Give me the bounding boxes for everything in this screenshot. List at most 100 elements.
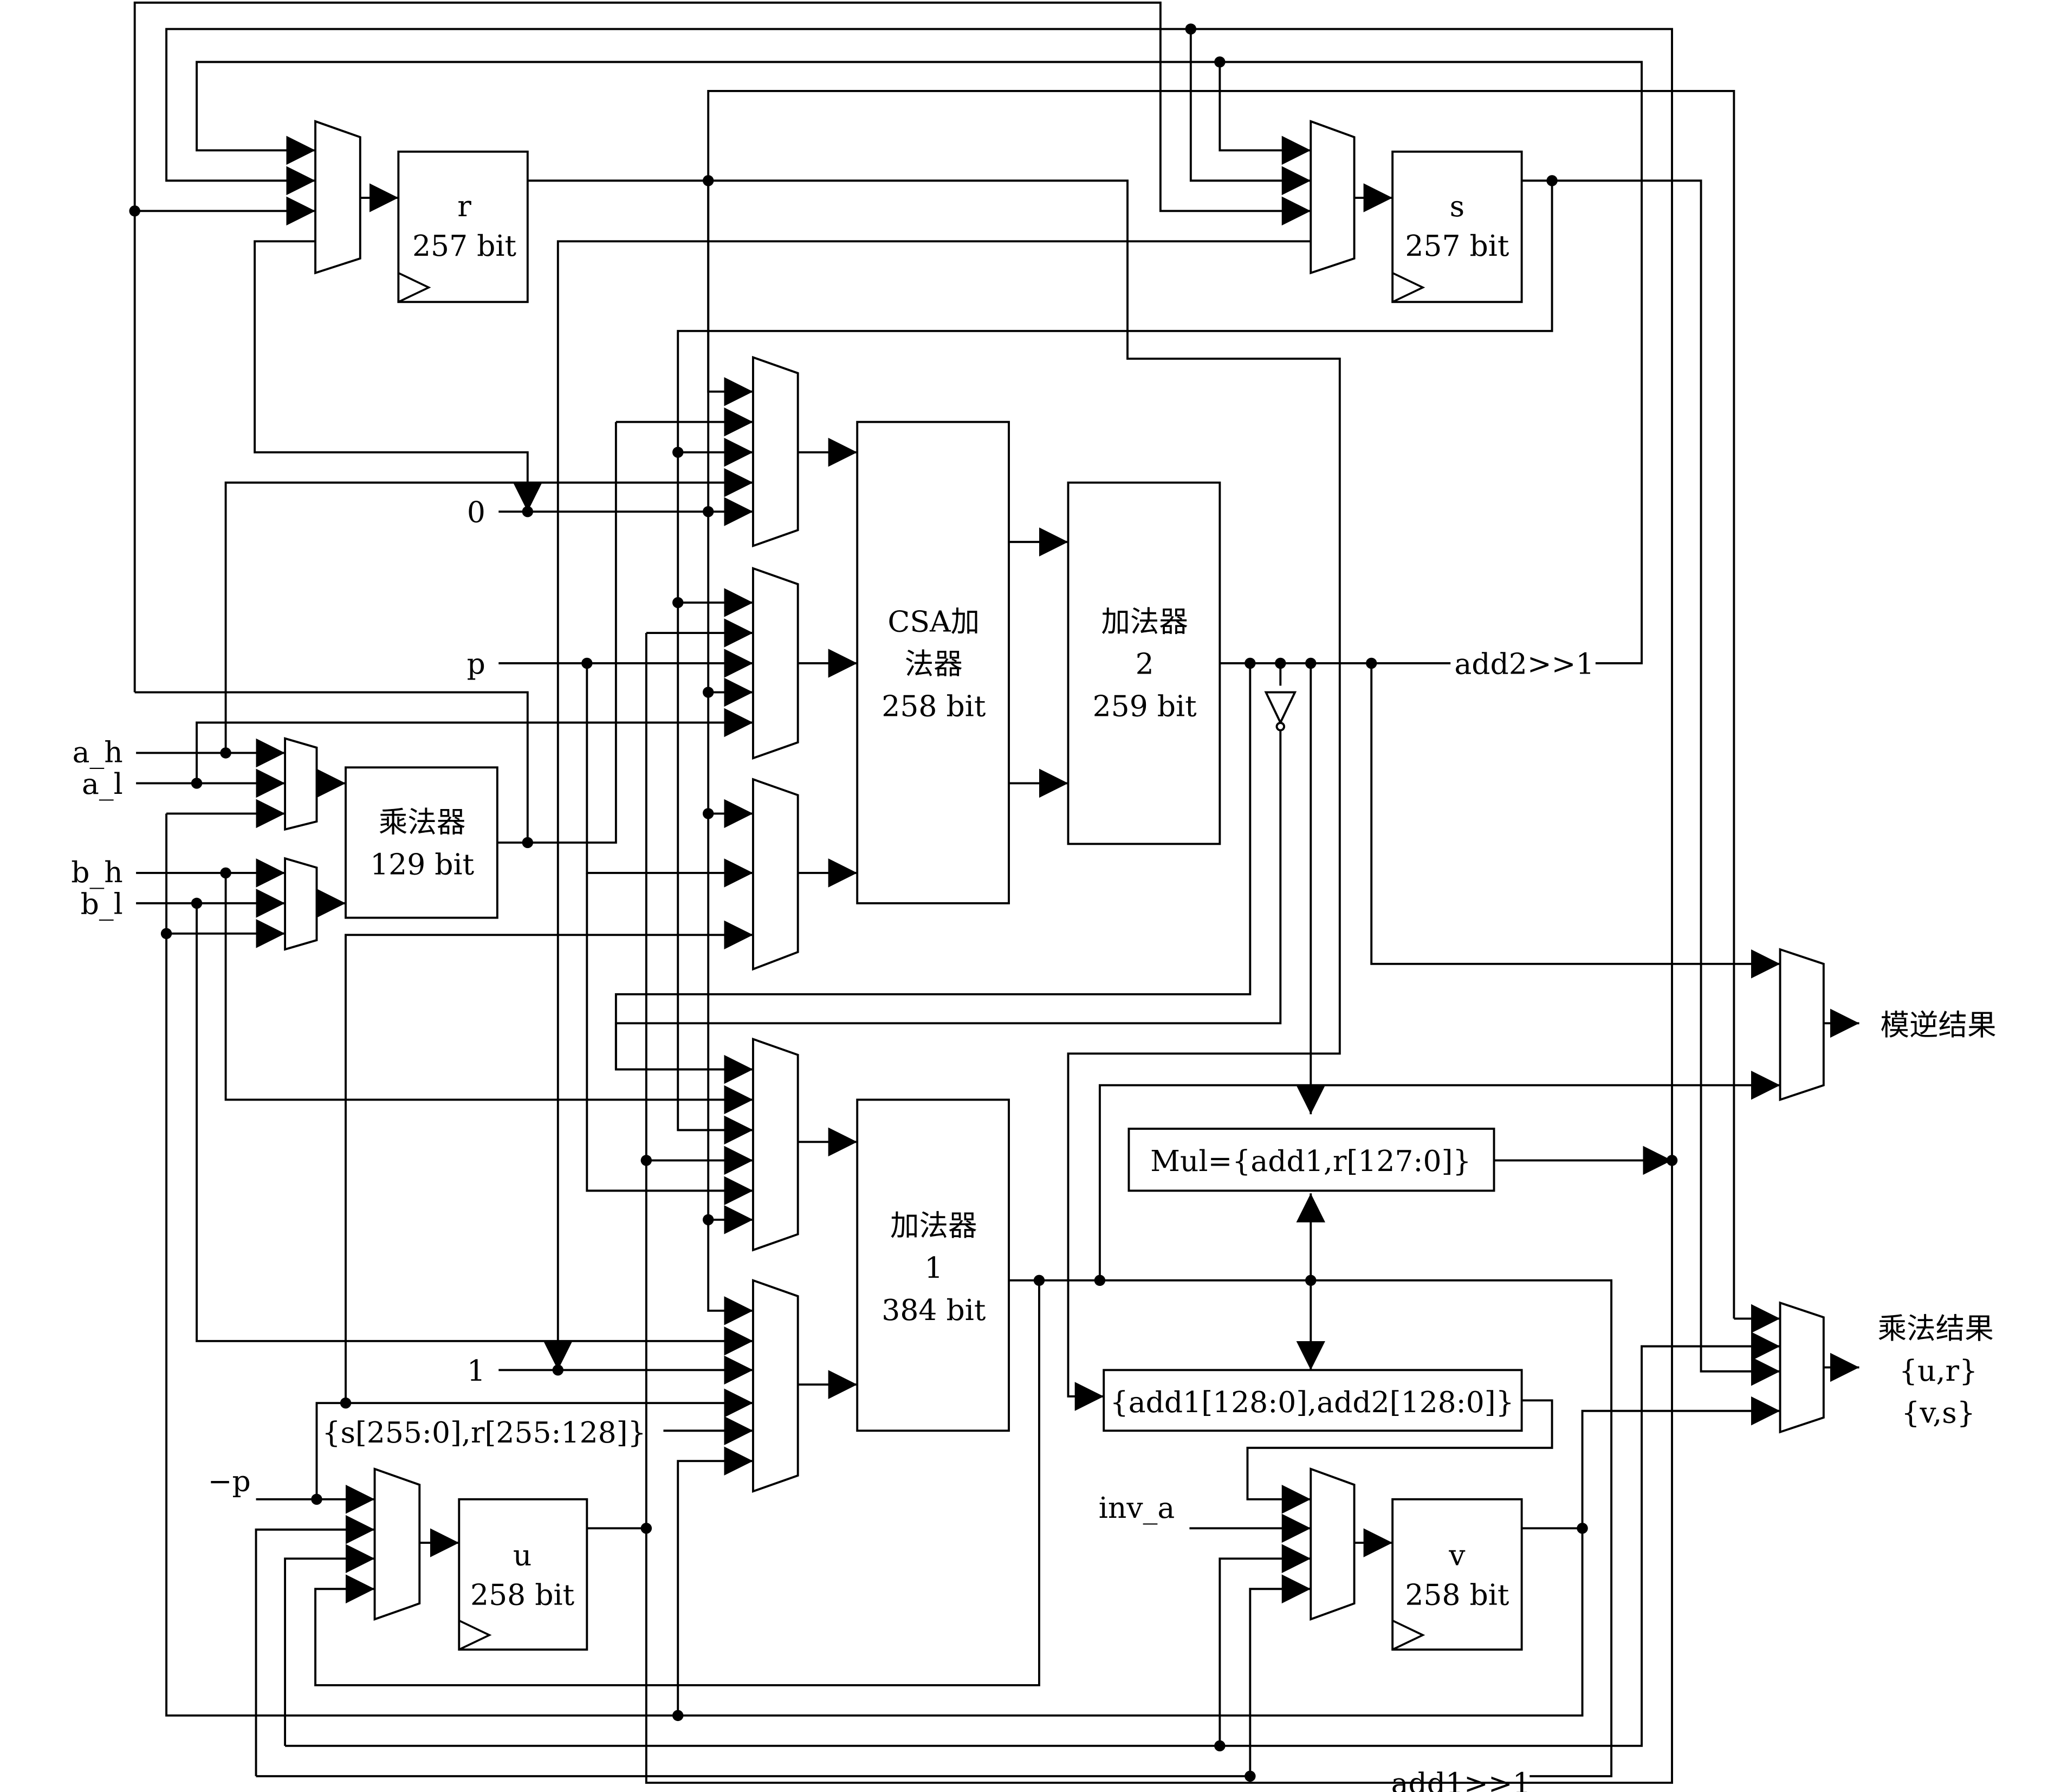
wire-s-out-mult bbox=[1521, 179, 1780, 1386]
junction-dot bbox=[1033, 1275, 1045, 1286]
junction-dot bbox=[1245, 1770, 1256, 1782]
register-v bbox=[1391, 1498, 1523, 1651]
register-r-width: 257 bit bbox=[412, 229, 517, 263]
junction-dot bbox=[702, 808, 714, 819]
junction-dot bbox=[1666, 1155, 1678, 1166]
adder2-index: 2 bbox=[1136, 646, 1154, 681]
wire-top-loop-s-mux bbox=[1189, 29, 1311, 196]
register-r-name: r bbox=[457, 189, 471, 223]
register-s bbox=[1391, 150, 1523, 303]
junction-dot bbox=[522, 837, 534, 849]
input-b-l: b_l bbox=[81, 887, 123, 921]
junction-dot bbox=[1577, 1523, 1588, 1534]
register-s-width: 257 bit bbox=[1405, 229, 1509, 263]
clock-icon bbox=[458, 1620, 492, 1651]
mux-mod-result bbox=[1779, 948, 1825, 1102]
input-b-h: b_h bbox=[71, 855, 122, 889]
wire-al-to-csa bbox=[196, 708, 753, 784]
junction-dot bbox=[1305, 1275, 1317, 1286]
concat-box-label: {add1[128:0],add2[128:0]} bbox=[1110, 1385, 1514, 1419]
adder2-label: 加法器 bbox=[1101, 605, 1188, 639]
wire-neg-p-up bbox=[315, 1402, 346, 1499]
wire-r-to-concat bbox=[527, 179, 1341, 1411]
wire-s-mux-in4 bbox=[543, 240, 1311, 1370]
wire-neg-p-to-csa bbox=[345, 920, 753, 1403]
junction-dot bbox=[702, 1214, 714, 1226]
multiplier-label: 乘法器 bbox=[379, 805, 466, 839]
wire-adder1-mux2-in6 bbox=[677, 1446, 753, 1716]
junction-dot bbox=[672, 597, 684, 609]
output-mult-result: 乘法结果 bbox=[1878, 1311, 1994, 1345]
register-r bbox=[397, 150, 529, 303]
inverter-bubble bbox=[1275, 722, 1286, 732]
adder1-index: 1 bbox=[924, 1251, 943, 1285]
junction-dot bbox=[311, 1493, 322, 1505]
multiplier-box bbox=[345, 766, 498, 919]
wire-p-to-csa-mux3 bbox=[586, 663, 753, 888]
junction-dot bbox=[1245, 657, 1256, 669]
mux-v bbox=[1310, 1467, 1356, 1621]
signal-add2-shift: add2>>1 bbox=[1454, 646, 1594, 681]
output-mod-inverse: 模逆结果 bbox=[1881, 1008, 1997, 1042]
wire-concat-v-mux bbox=[1246, 1399, 1553, 1514]
adder2-width: 259 bit bbox=[1093, 689, 1197, 723]
junction-dot bbox=[1365, 657, 1377, 669]
wire-s-feed bbox=[707, 89, 1735, 1319]
mux-u bbox=[373, 1467, 421, 1621]
mul-box-label: Mul={add1,r[127:0]} bbox=[1150, 1144, 1471, 1178]
junction-dot bbox=[1185, 23, 1197, 35]
input-a-h: a_h bbox=[73, 735, 123, 769]
input-one: 1 bbox=[467, 1354, 485, 1388]
mux-adder1-1 bbox=[751, 1037, 799, 1252]
wire-v-out bbox=[1521, 1396, 1780, 1530]
adder2-box bbox=[1067, 481, 1221, 845]
wire-mult-out-loop bbox=[134, 691, 529, 843]
junction-dot bbox=[702, 175, 714, 186]
register-v-name: v bbox=[1448, 1538, 1466, 1572]
clock-icon bbox=[398, 272, 431, 303]
inverter-icon bbox=[1264, 691, 1297, 726]
mux-csa-2 bbox=[751, 567, 799, 760]
output-ur: {u,r} bbox=[1899, 1354, 1978, 1388]
input-a-l: a_l bbox=[82, 767, 123, 801]
junction-dot bbox=[220, 747, 231, 759]
wire-inv-out bbox=[614, 729, 1282, 1070]
register-u bbox=[458, 1498, 588, 1651]
adder1-label: 加法器 bbox=[890, 1208, 977, 1243]
wire-u-mux-in3 bbox=[284, 1544, 375, 1746]
mux-csa-3 bbox=[751, 778, 799, 971]
wire-ah-to-csa bbox=[224, 468, 753, 753]
wire-add2-to-adder1-mux bbox=[614, 663, 1252, 1084]
mux-mult-a bbox=[284, 737, 318, 831]
mux-csa-1 bbox=[751, 355, 799, 548]
csa-label-2: 法器 bbox=[905, 646, 963, 681]
junction-dot bbox=[1305, 657, 1317, 669]
input-p: p bbox=[467, 646, 485, 681]
junction-dot bbox=[1546, 175, 1558, 186]
junction-dot bbox=[220, 867, 231, 879]
wire-r-mux-in4 bbox=[254, 240, 542, 512]
mux-adder1-2 bbox=[751, 1279, 799, 1493]
junction-dot bbox=[702, 506, 714, 517]
junction-dot bbox=[552, 1364, 564, 1376]
clock-icon bbox=[1392, 272, 1425, 303]
add-concat-box bbox=[1103, 1369, 1523, 1432]
register-s-name: s bbox=[1450, 189, 1464, 223]
junction-dot bbox=[1214, 1740, 1226, 1752]
wire-v-mux-in4 bbox=[1249, 1574, 1311, 1776]
junction-dot bbox=[640, 1155, 652, 1166]
multiplier-width: 129 bit bbox=[370, 847, 475, 881]
wire-add1-to-u-mux bbox=[314, 1280, 1040, 1686]
junction-dot bbox=[1214, 56, 1226, 68]
csa-width: 258 bit bbox=[882, 689, 986, 723]
junction-dot bbox=[1275, 657, 1286, 669]
wire-right-loop bbox=[645, 28, 1673, 1784]
wire-adder1-mux1-in5 bbox=[586, 872, 753, 1206]
wire-u-mux-in2 bbox=[255, 1515, 375, 1776]
junction-dot bbox=[640, 1523, 652, 1534]
register-u-width: 258 bit bbox=[470, 1577, 575, 1612]
wire-v-loop bbox=[165, 813, 1584, 1717]
mux-mult-result bbox=[1779, 1301, 1825, 1434]
wires bbox=[133, 1, 1859, 1784]
junction-dot bbox=[340, 1397, 352, 1409]
